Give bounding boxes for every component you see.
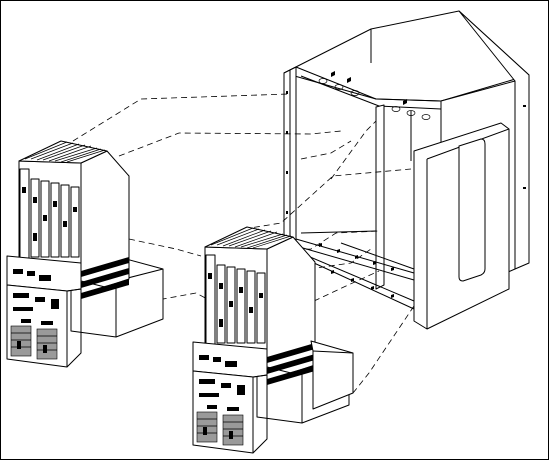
alignment-lines — [72, 93, 415, 394]
rail-cutouts — [318, 71, 431, 120]
center-pedestal — [310, 340, 354, 410]
rack-cabinet — [283, 10, 530, 330]
rail-ticks — [319, 243, 394, 298]
server-chassis-center — [192, 226, 350, 454]
upright-holes — [286, 91, 288, 214]
server-chassis-left — [6, 140, 164, 368]
